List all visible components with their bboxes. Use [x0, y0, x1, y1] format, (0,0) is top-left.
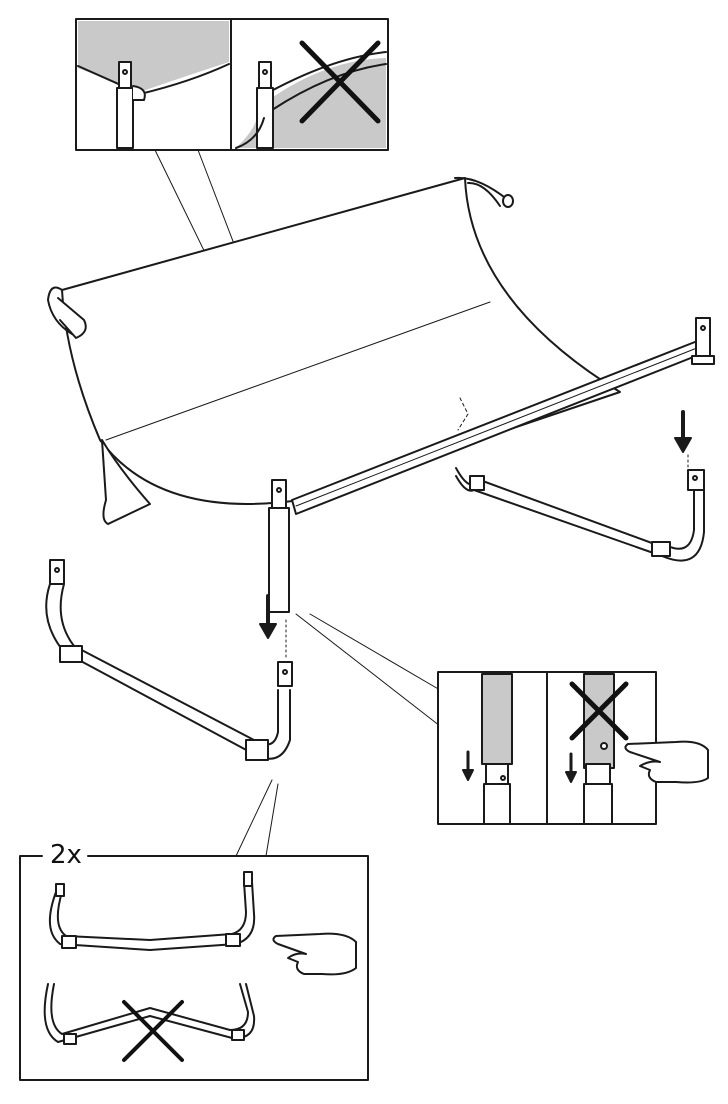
pointing-hand-icon: [272, 932, 357, 976]
wrong-fabric-position: [235, 40, 387, 149]
wrong-cross-icon: [122, 1000, 184, 1062]
top-detail-panels: [75, 18, 389, 469]
pin-detail-panel: [295, 613, 709, 825]
correct-fabric-position: [77, 21, 230, 149]
sofa-frame: [47, 176, 715, 661]
down-arrow-icon: [259, 594, 287, 661]
pointing-hand-icon: [624, 740, 709, 784]
leg-frame: [45, 559, 293, 857]
leg-orientation-panel: [19, 855, 369, 1081]
wrong-cross-icon: [299, 40, 381, 124]
quantity-label: 2x: [46, 841, 86, 869]
wrong-cross-icon: [569, 681, 629, 741]
down-arrow-icon: [674, 410, 692, 469]
